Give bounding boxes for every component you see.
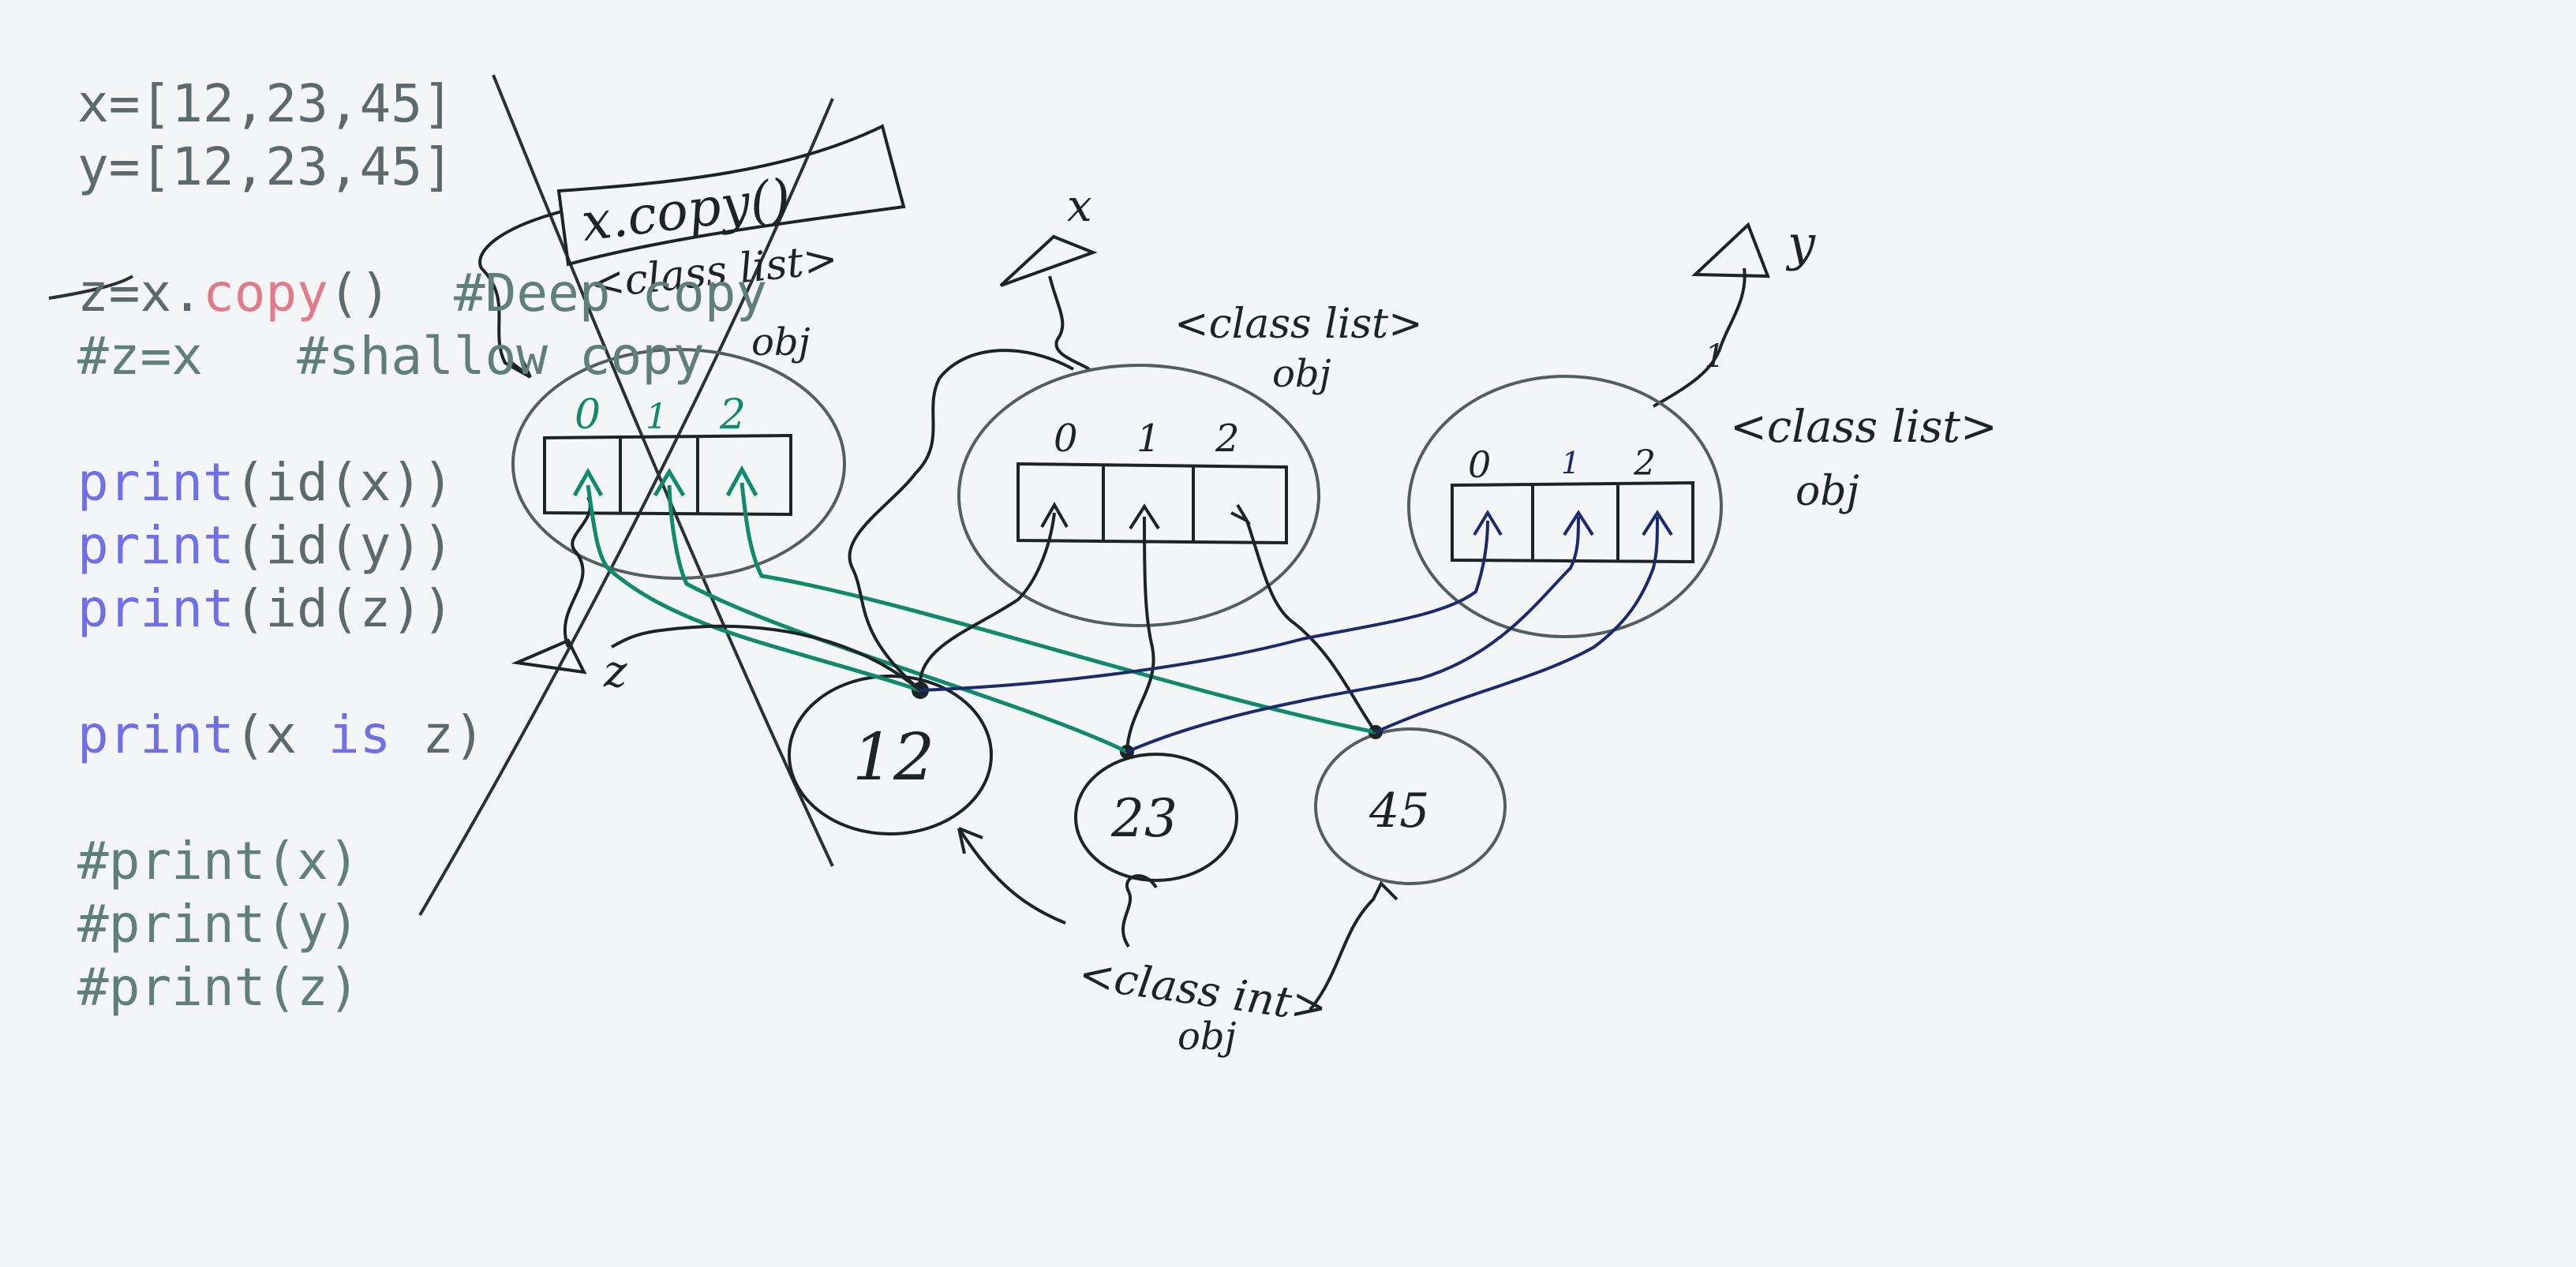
x-index-1: 1 (1136, 417, 1161, 461)
code-line: x=[12,23,45] (77, 73, 454, 136)
int-23-circle (1074, 753, 1238, 882)
z-variable-link (563, 496, 592, 648)
z-index-2: 2 (719, 391, 746, 439)
code-line: print(x is z) (77, 704, 485, 767)
code-token: (id(z)) (234, 578, 454, 639)
x-variable-arrowhead (999, 234, 1098, 287)
code-token: (x (234, 705, 328, 765)
copy-annotation-box (556, 124, 906, 267)
code-token: #print(x) (77, 831, 360, 891)
y-class-label: <class list> (1730, 402, 1998, 453)
x-list-circle (957, 364, 1320, 627)
code-token: print (77, 452, 234, 513)
x-variable-link (1048, 275, 1091, 371)
code-token: (id(y)) (234, 515, 454, 576)
y-index-2: 2 (1633, 443, 1656, 484)
int-12-circle (788, 675, 993, 835)
y-index-0: 0 (1468, 443, 1491, 486)
code-line: print(id(x)) (77, 451, 454, 514)
code-token: print (77, 705, 234, 765)
code-line: #print(x) (77, 830, 360, 893)
x-variable-label: x (1067, 181, 1092, 232)
code-token: print (77, 515, 234, 576)
code-token: #Deep copy (453, 263, 768, 323)
code-token: is (328, 705, 391, 765)
z-variable-label: z (603, 646, 627, 697)
z-variable-arrowhead (511, 638, 587, 675)
black-references (611, 349, 1377, 753)
int-annotation-arrows (957, 827, 1398, 1011)
code-strike (48, 275, 134, 300)
code-token: y=[12,23,45] (77, 136, 454, 197)
int-12-label: 12 (852, 720, 934, 795)
code-line: print(id(z)) (77, 577, 454, 641)
code-line: #z=x #shallow copy (77, 325, 705, 388)
y-variable-label: y (1785, 215, 1816, 272)
int-obj-label: obj (1178, 1015, 1237, 1059)
z-index-0: 0 (575, 391, 601, 439)
z-index-1: 1 (646, 397, 668, 437)
code-token: print (77, 578, 234, 639)
int-45-label: 45 (1368, 783, 1429, 839)
cross-out-line-a (492, 74, 834, 867)
code-token: (id(x)) (234, 452, 454, 513)
code-token: x=[12,23,45] (77, 73, 454, 134)
x-obj-label: obj (1272, 352, 1331, 396)
code-line: #print(y) (77, 893, 360, 956)
code-token: #print(y) (77, 894, 360, 955)
code-token: () (328, 263, 454, 323)
x-class-label: <class list> (1174, 301, 1423, 348)
copy-annotation-label: x.copy() (578, 167, 794, 253)
x-list-cells (1017, 462, 1288, 545)
code-token: z=x. (77, 263, 203, 323)
y-obj-label: obj (1795, 468, 1859, 515)
y-index-1: 1 (1561, 446, 1580, 480)
x-index-0: 0 (1054, 417, 1078, 461)
z-list-cells (543, 433, 792, 517)
int-23-label: 23 (1110, 788, 1178, 849)
teal-references (572, 465, 1376, 754)
code-line: print(id(y)) (77, 514, 454, 577)
navy-references (919, 510, 1673, 753)
y-variable-arrowhead (1691, 222, 1770, 278)
code-line: y=[12,23,45] (77, 136, 454, 199)
z-obj-label: obj (751, 320, 811, 364)
code-token: #z=x #shallow copy (77, 326, 705, 387)
code-token: #print(z) (77, 957, 360, 1018)
y-edge-label: 1 (1705, 338, 1724, 375)
code-line: z=x.copy() #Deep copy (77, 262, 767, 325)
code-token: copy (202, 263, 328, 323)
int-45-circle (1314, 727, 1507, 885)
y-list-circle (1407, 375, 1723, 638)
cross-out-line-b (418, 98, 834, 917)
code-line: #print(z) (77, 956, 360, 1019)
z-list-circle (511, 348, 846, 580)
y-list-cells (1451, 480, 1694, 564)
x-index-2: 2 (1215, 417, 1240, 461)
code-token: z) (391, 705, 485, 765)
y-variable-link (1653, 267, 1747, 408)
copy-arrow (478, 210, 563, 379)
